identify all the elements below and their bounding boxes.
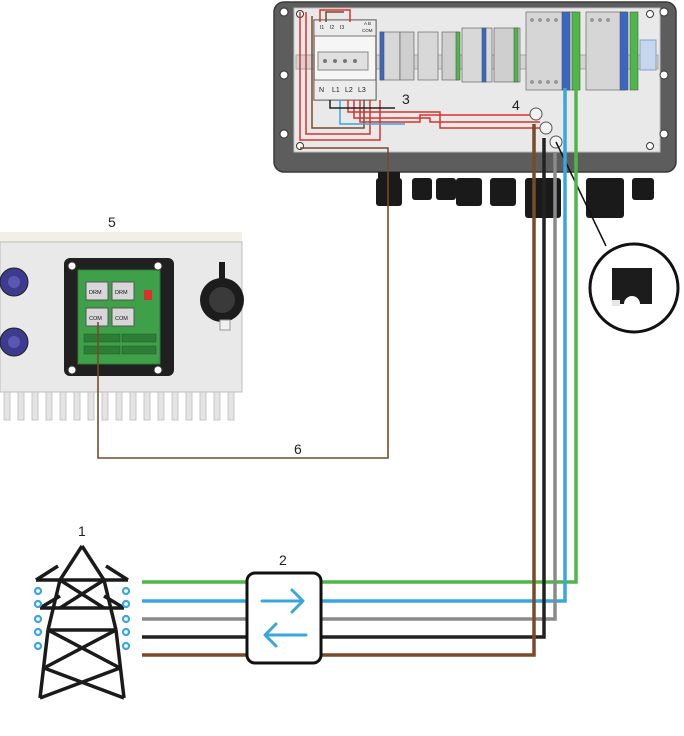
port-label-com-2: COM [115, 316, 128, 322]
meter-label-i3: I3 [340, 25, 344, 31]
ct-clamps-group [529, 107, 563, 149]
port-label-com-1: COM [89, 316, 102, 322]
distribution-box: I1 I2 I3 A B COM N L1 L2 L3 [273, 1, 677, 218]
meter-label-l1: L1 [332, 87, 340, 94]
pylon-insulators [33, 586, 131, 651]
port-label-drm-2: DRM [115, 290, 128, 296]
callout-6: 6 [294, 441, 302, 457]
comm-cable [97, 172, 389, 459]
terminal-blocks-left [379, 27, 521, 83]
meter-label-i1: I1 [320, 25, 324, 31]
inverter: DRM DRM COM COM 5 [0, 214, 244, 421]
cable-glands [376, 172, 654, 218]
callout-4: 4 [512, 97, 520, 113]
bidirectional-meter: 2 [245, 552, 323, 665]
callout-3: 3 [402, 91, 410, 107]
meter-label-n: N [319, 87, 324, 94]
meter-label-l2: L2 [345, 87, 353, 94]
meter-label-com: COM [362, 28, 373, 33]
meter-label-l3: L3 [358, 87, 366, 94]
callout-5: 5 [108, 214, 116, 230]
internal-wiring [299, 9, 552, 170]
terminal-blocks-right [525, 11, 639, 91]
power-pylon-icon [35, 545, 129, 700]
meter-label-i2: I2 [330, 25, 334, 31]
callout-2: 2 [279, 552, 287, 568]
port-label-drm-1: DRM [89, 290, 102, 296]
callout-1: 1 [78, 523, 86, 539]
smart-meter: I1 I2 I3 A B COM N L1 L2 L3 [313, 19, 377, 101]
meter-label-ab: A B [364, 21, 371, 26]
bidirectional-arrows-icon [260, 588, 308, 648]
ct-clamp-icon [612, 268, 652, 306]
